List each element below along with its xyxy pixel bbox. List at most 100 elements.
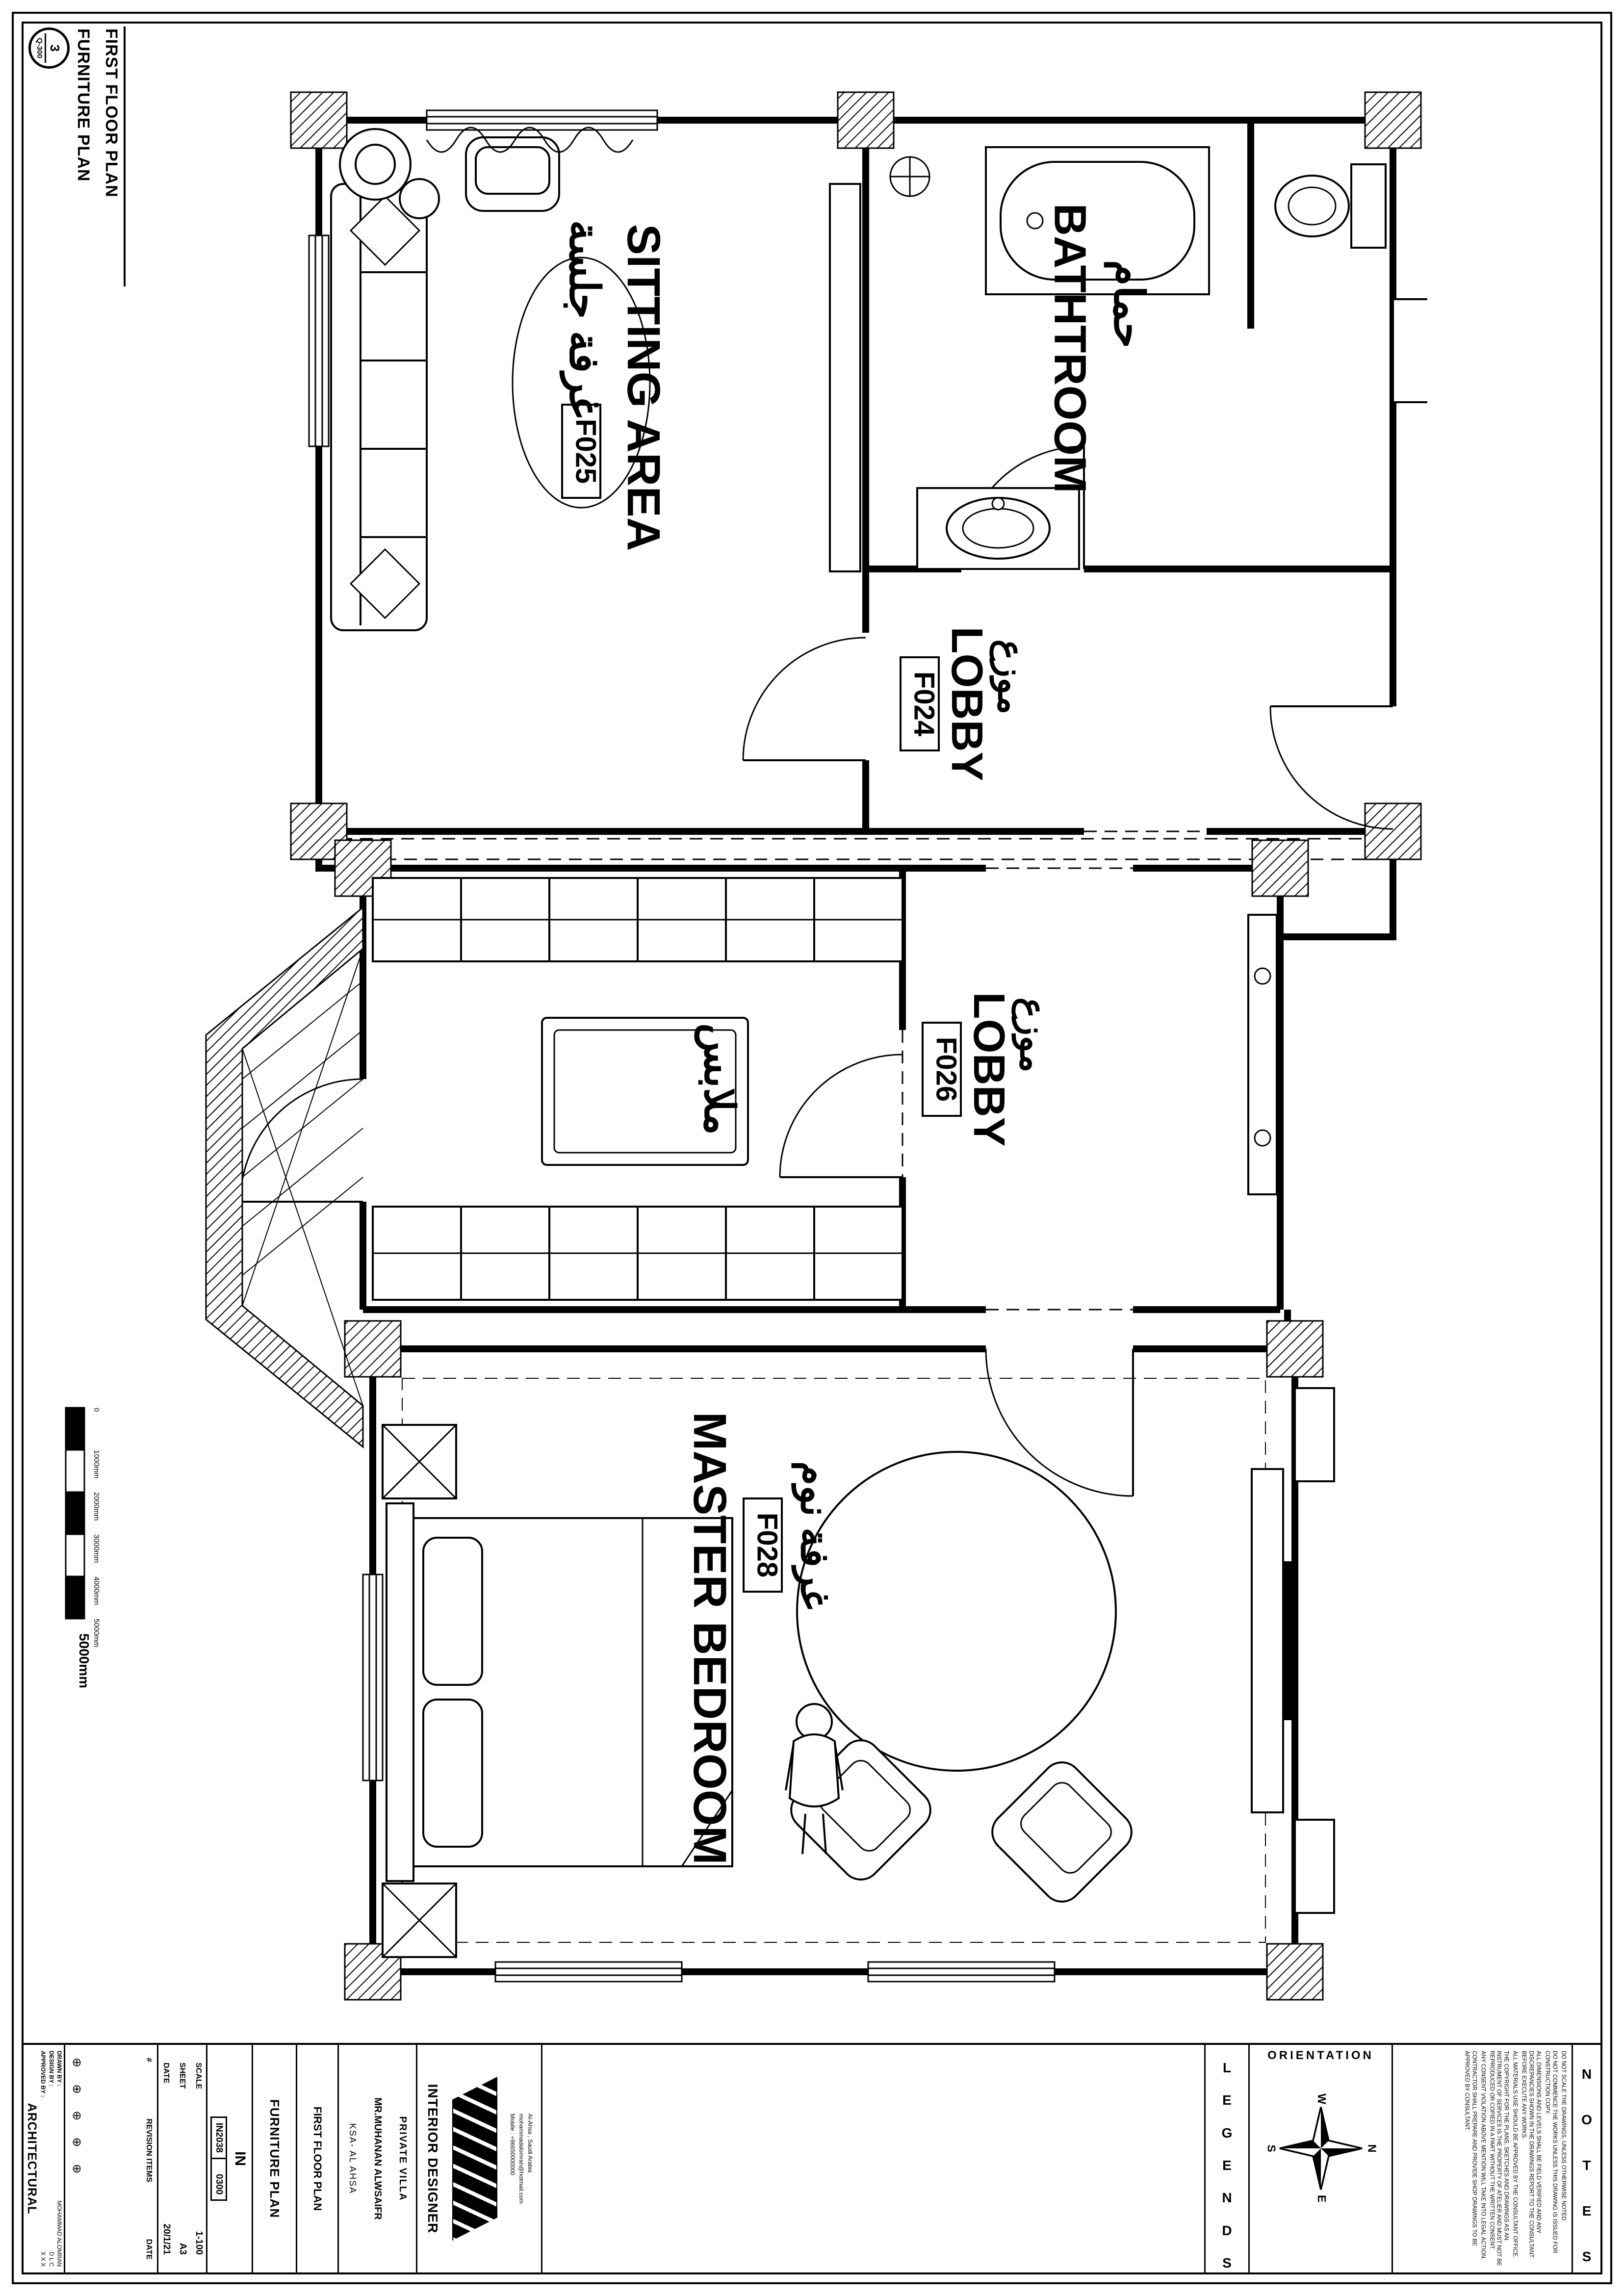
tb-orientation-cell: ORIENTATION W N E S	[1250, 2045, 1393, 2272]
legends-letters: L E G E N D S	[1206, 2045, 1248, 2286]
note-line: THE COPYRIGHT FOR THE PLANS, SKETCHES AN…	[1488, 2051, 1509, 2266]
legends-letter: E	[1222, 2092, 1232, 2108]
room-label-lobby026-ar: موزع	[1011, 997, 1052, 1073]
designer-contacts: Al-Ahsa , Saudi Arabia mohammadalomran@h…	[509, 2114, 534, 2204]
drawn-by-value: MOHAMMAD ALOMRAN	[56, 2200, 63, 2267]
tb-project-no-cell: IN IN2038 0300	[207, 2045, 253, 2272]
sheet-inner-border	[22, 22, 1602, 2274]
note-line: ALL DIMENSIONS AND LEVELS SHALL BE FIELD…	[1521, 2051, 1542, 2258]
scale-total: 5000mm	[77, 1633, 92, 1688]
project-type: PRIVATE VILLA	[397, 2116, 408, 2201]
room-label-master-en: MASTER BEDROOM	[684, 1412, 736, 1865]
title-block: DRAWN BY :MOHAMMAD ALOMRAN DESIGN BY :D …	[24, 2043, 1600, 2272]
notes-letter: T	[1582, 2157, 1591, 2173]
tb-floor-title-cell: FIRST FLOOR PLAN	[297, 2045, 339, 2272]
sitting-furniture	[330, 127, 861, 631]
compass-n: N	[1366, 2144, 1377, 2153]
revision-items-label: REVISION ITEMS	[144, 2118, 153, 2183]
detail-ref: Q-300	[35, 38, 44, 58]
room-code-lobby026: F026	[930, 1037, 962, 1102]
revision-symbol-icon: ⊕	[70, 2084, 83, 2094]
sheet-label: SHEET	[178, 2063, 186, 2089]
room-label-closet-ar: ملابس	[694, 1023, 743, 1135]
sheet-outer-border	[12, 12, 1612, 2284]
project-no-number: IN2038	[214, 2122, 225, 2153]
floor-title: FIRST FLOOR PLAN	[311, 2106, 324, 2211]
drawing-title: FURNITURE PLAN	[267, 2099, 282, 2219]
tb-empty-cell	[542, 2045, 1206, 2272]
legends-letter: S	[1222, 2255, 1232, 2270]
legends-letter: L	[1222, 2060, 1232, 2076]
tb-project-cell: PRIVATE VILLA MR.MUHANAN ALWSAIFR KSA- A…	[339, 2045, 417, 2272]
approved-by-value: X X X	[40, 2251, 47, 2267]
tb-notes-cell: DO NOT SCALE THE DRAWINGS, UNLESS OTHERW…	[1393, 2045, 1600, 2272]
tb-architectural-cell: DRAWN BY :MOHAMMAD ALOMRAN DESIGN BY :D …	[24, 2045, 65, 2272]
notes-letter: N	[1581, 2066, 1592, 2082]
notes-letters: N O T E S	[1572, 2045, 1600, 2272]
revision-date-label: DATE	[144, 2239, 153, 2260]
designer-contact-2: mohammadalomran@hotmail.com	[518, 2114, 525, 2204]
room-label-lobby024-en: LOBBY	[942, 627, 991, 781]
sheet-title: FIRST FLOOR PLAN FURNITURE PLAN	[74, 28, 121, 284]
sheet-title-line1: FIRST FLOOR PLAN	[102, 28, 121, 198]
scale-tick-5: 5000mm	[92, 1619, 101, 1647]
room-label-master-ar: غرفة نوم	[791, 1461, 837, 1609]
compass-e: E	[1315, 2195, 1328, 2202]
room-code-sitting: F025	[570, 419, 602, 484]
revision-symbol-icon: ⊕	[70, 2137, 83, 2147]
scale-bar-segments	[65, 1407, 85, 1620]
room-label-bathroom-en: BATHTROOM	[1045, 203, 1095, 493]
note-line: DO NOT COMMENCE THE WORKS UNLESS THIS DR…	[1544, 2051, 1558, 2253]
notes-text: DO NOT SCALE THE DRAWINGS, UNLESS OTHERW…	[1463, 2051, 1567, 2267]
revision-symbol-icon: ⊕	[70, 2111, 83, 2121]
orientation-label: ORIENTATION	[1267, 2049, 1374, 2062]
bathroom-fixtures	[889, 146, 1387, 570]
designer-logo	[452, 2077, 497, 2241]
detail-divider	[45, 33, 47, 63]
date-label: DATE	[161, 2063, 170, 2084]
detail-number: 3	[48, 44, 63, 52]
balcony	[205, 905, 364, 1449]
project-no-label: IN	[232, 2151, 249, 2166]
tb-drawing-title-cell: FURNITURE PLAN	[253, 2045, 297, 2272]
design-by-label: DESIGN BY :	[48, 2051, 55, 2087]
approved-by-label: APPROVED BY :	[40, 2051, 47, 2097]
wardrobes	[372, 877, 903, 1301]
north-arrow-icon: W N E S	[1265, 2093, 1377, 2202]
note-line: ANY CONSENT VIOLATION ABOVE MENTION WILL…	[1480, 2051, 1486, 2260]
legends-letter: E	[1222, 2157, 1232, 2173]
room-code-lobby024: F024	[908, 671, 940, 736]
project-no-suffix: 0300	[214, 2174, 225, 2195]
drawn-by-label: DRAWN BY :	[56, 2051, 63, 2087]
doors	[239, 445, 1393, 1497]
room-label-lobby026-en: LOBBY	[964, 992, 1013, 1147]
scale-bar: 0 1000mm 2000mm 3000mm 4000mm 5000mm 500…	[65, 1407, 101, 1688]
note-line: DO NOT SCALE THE DRAWINGS, UNLESS OTHERW…	[1560, 2051, 1567, 2222]
compass-s: S	[1265, 2144, 1278, 2152]
note-line: ALL MATERIALS USE SHOULD BE APPROVED BY …	[1512, 2051, 1518, 2258]
windows	[308, 109, 1056, 1983]
sheet-title-line2: FURNITURE PLAN	[74, 28, 93, 182]
scale-tick-1: 1000mm	[92, 1450, 101, 1478]
date-value: 20/1/21	[161, 2223, 172, 2255]
note-line: CONTRACTOR SHALL PREPARE AND PROVIDE SHO…	[1464, 2051, 1477, 2246]
room-code-master: F028	[751, 1513, 783, 1577]
revision-hash-label: #	[144, 2058, 153, 2062]
designer-contact-3: Mobile : +96650000000	[509, 2114, 516, 2175]
tb-legends-cell: L E G E N D S	[1206, 2045, 1250, 2272]
sheet-title-rule	[124, 26, 126, 286]
legends-letter: D	[1222, 2222, 1232, 2238]
sheet-value: A3	[177, 2243, 188, 2255]
architectural-title: ARCHITECTURAL	[25, 2103, 39, 2215]
scale-tick-3: 3000mm	[92, 1534, 101, 1563]
room-label-bathroom-ar: حمام	[1104, 260, 1152, 348]
tb-revision-cell: # REVISION ITEMS DATE ⊕ ⊕ ⊕ ⊕ ⊕	[65, 2045, 158, 2272]
legends-letter: G	[1221, 2125, 1233, 2141]
scale-tick-4: 4000mm	[92, 1576, 101, 1605]
room-labels: غرفة جلسة F025 SITTING AREA حمام BATHTRO…	[512, 203, 1152, 1865]
scale-value: 1-100	[193, 2231, 204, 2255]
legends-letter: N	[1222, 2190, 1232, 2206]
revision-symbol-icon: ⊕	[70, 2058, 83, 2068]
revision-symbol-icon: ⊕	[70, 2164, 83, 2174]
